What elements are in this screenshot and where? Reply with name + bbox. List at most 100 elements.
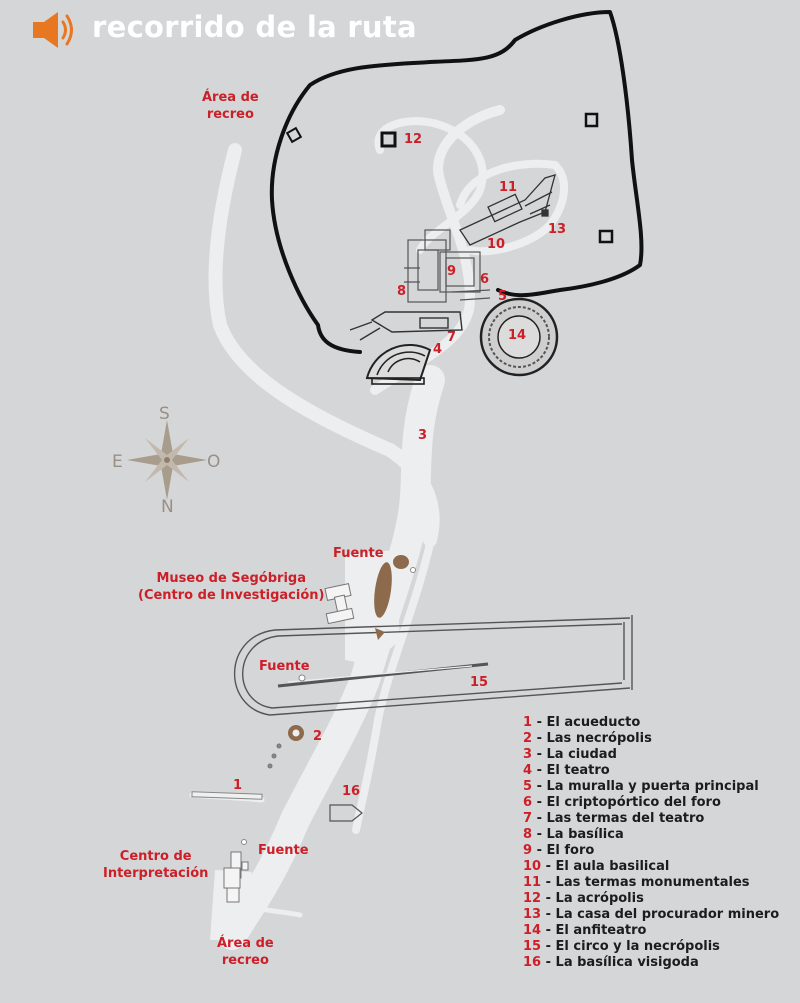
compass-north: N <box>161 497 174 517</box>
approach-area <box>345 550 400 665</box>
legend-label: La casa del procurador minero <box>555 907 780 922</box>
wall-tower <box>598 229 614 244</box>
legend-item: 15 - El circo y la necrópolis <box>523 939 779 955</box>
legend-number: 3 <box>523 747 533 762</box>
fountain-basin <box>374 562 392 618</box>
map-number-3: 3 <box>418 428 428 443</box>
recreo-bottom-text: Área de recreo <box>217 936 274 968</box>
legend-label: La muralla y puerta principal <box>546 779 759 794</box>
legend-item: 9 - El foro <box>523 843 779 859</box>
map-number-8: 8 <box>397 284 407 299</box>
legend-item: 12 - La acrópolis <box>523 891 779 907</box>
compass-rose <box>127 420 207 500</box>
map-number-11: 11 <box>499 180 518 195</box>
city-wall <box>269 10 644 354</box>
legend-number: 4 <box>523 763 533 778</box>
page-title: recorrido de la ruta <box>92 10 417 44</box>
fountain-dot <box>410 567 416 573</box>
monumental-baths-ruins <box>459 174 556 246</box>
legend-separator: - <box>541 891 556 906</box>
legend-label: La basílica visigoda <box>555 955 699 970</box>
map-number-15: 15 <box>470 675 489 690</box>
theatre-ruins <box>365 343 432 385</box>
map-number-9: 9 <box>447 264 457 279</box>
legend-separator: - <box>541 923 556 938</box>
wall-tower <box>285 126 303 144</box>
legend-label: El circo y la necrópolis <box>555 939 720 954</box>
recreo-top-text: Área de recreo <box>202 90 259 122</box>
legend-number: 9 <box>523 843 533 858</box>
legend-label: La ciudad <box>546 747 617 762</box>
legend-number: 16 <box>523 955 542 970</box>
forum-ruins <box>404 229 491 303</box>
path-east-branch <box>352 516 439 834</box>
legend-number: 1 <box>523 715 533 730</box>
legend-item: 3 - La ciudad <box>523 747 779 763</box>
legend-number: 11 <box>523 875 542 890</box>
approach-south-area <box>210 870 252 940</box>
legend-separator: - <box>532 763 547 778</box>
map-number-10: 10 <box>487 237 506 252</box>
centro-text: Centro de Interpretación <box>103 849 209 881</box>
legend-label: Las necrópolis <box>546 731 652 746</box>
label-fuente-3: Fuente <box>258 843 309 858</box>
legend-number: 14 <box>523 923 542 938</box>
legend-separator: - <box>541 907 556 922</box>
legend-label: La basílica <box>546 827 624 842</box>
map-number-4: 4 <box>433 342 443 357</box>
legend-separator: - <box>532 747 547 762</box>
legend-label: El aula basilical <box>555 859 670 874</box>
path-terraces <box>456 159 569 256</box>
walking-paths <box>189 105 569 950</box>
legend-number: 12 <box>523 891 542 906</box>
acropolis-tower <box>380 131 397 148</box>
map-number-13: 13 <box>548 222 567 237</box>
legend-label: El teatro <box>546 763 610 778</box>
path-acropolis-loop <box>374 117 487 254</box>
fountain-dot <box>241 839 247 845</box>
legend-number: 13 <box>523 907 542 922</box>
legend-item: 7 - Las termas del teatro <box>523 811 779 827</box>
museum-building <box>324 583 355 625</box>
legend-separator: - <box>532 731 547 746</box>
fountain-dot <box>298 674 306 682</box>
label-centro: Centro de Interpretación <box>103 848 208 882</box>
legend-number: 7 <box>523 811 533 826</box>
circus-track <box>233 615 633 716</box>
legend-item: 8 - La basílica <box>523 827 779 843</box>
legend-number: 6 <box>523 795 533 810</box>
legend-label: El foro <box>546 843 595 858</box>
legend-item: 10 - El aula basilical <box>523 859 779 875</box>
legend-label: Las termas monumentales <box>555 875 750 890</box>
path-main-trunk <box>217 365 445 950</box>
map-number-1: 1 <box>233 778 243 793</box>
aqueduct-segment <box>191 791 263 800</box>
speaker-icon[interactable] <box>30 8 76 52</box>
legend-item: 6 - El criptopórtico del foro <box>523 795 779 811</box>
legend-separator: - <box>532 715 547 730</box>
legend-separator: - <box>541 939 556 954</box>
legend-separator: - <box>532 811 547 826</box>
legend-number: 8 <box>523 827 533 842</box>
legend-item: 1 - El acueducto <box>523 715 779 731</box>
fountain-spring <box>393 555 409 569</box>
legend-separator: - <box>532 795 547 810</box>
legend-separator: - <box>541 955 556 970</box>
map-number-2: 2 <box>313 729 323 744</box>
map-number-7: 7 <box>447 330 457 345</box>
legend-item: 11 - Las termas monumentales <box>523 875 779 891</box>
map-number-16: 16 <box>342 784 361 799</box>
legend-label: La acrópolis <box>555 891 644 906</box>
legend-number: 10 <box>523 859 542 874</box>
legend-item: 13 - La casa del procurador minero <box>523 907 779 923</box>
map-number-12: 12 <box>404 132 423 147</box>
legend-number: 15 <box>523 939 542 954</box>
label-fuente-2: Fuente <box>259 659 310 674</box>
necropolis-marker-inner <box>292 729 300 737</box>
path-left-approach <box>208 143 440 547</box>
legend-separator: - <box>541 859 556 874</box>
wall-tower <box>584 112 599 128</box>
